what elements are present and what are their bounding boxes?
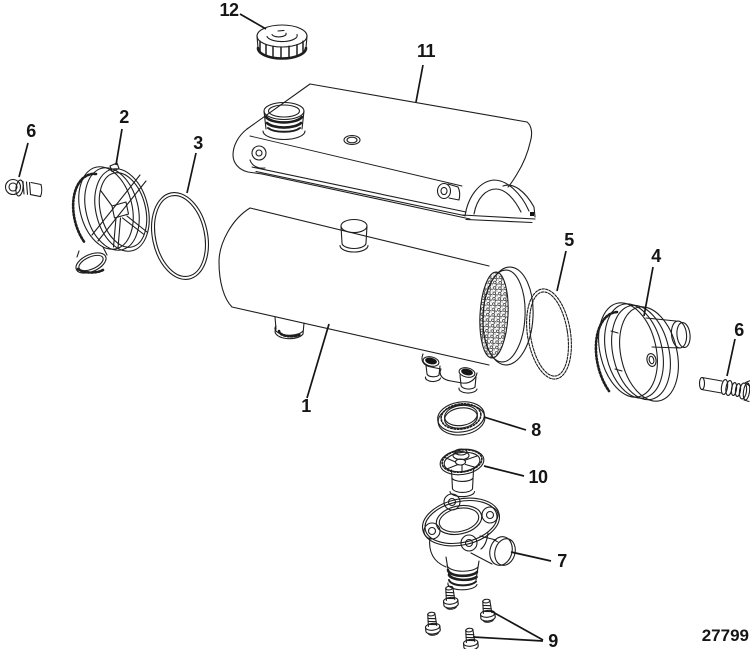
callout-2: 2	[119, 107, 129, 127]
callout-12: 12	[219, 0, 239, 20]
part-9-screws	[423, 584, 497, 649]
part-2-end-cover-front	[71, 162, 150, 274]
callout-8: 8	[531, 420, 541, 440]
leader-lines	[18, 13, 736, 642]
part-7-thermostat-housing	[422, 493, 516, 591]
part-4-end-cover-rear	[594, 302, 691, 402]
part-8-seal-ring	[437, 401, 486, 436]
part-1-heat-exchanger-body	[218, 207, 534, 394]
part-12-pressure-cap	[256, 24, 308, 60]
callout-6-left: 6	[26, 121, 36, 141]
callout-7: 7	[557, 551, 567, 571]
callout-9: 9	[548, 631, 558, 649]
part-3-o-ring-front	[151, 192, 209, 280]
part-6-left-plug	[4, 178, 43, 198]
callout-1: 1	[301, 396, 311, 416]
drawing-number: 27799	[701, 626, 749, 645]
callout-5: 5	[564, 230, 574, 250]
part-11-top-cover	[232, 83, 536, 224]
callout-4: 4	[651, 246, 661, 266]
callout-3: 3	[193, 133, 203, 153]
part-10-thermostat	[439, 448, 485, 498]
callout-11: 11	[416, 41, 436, 61]
callout-6-right: 6	[734, 320, 744, 340]
part-6-right-plug	[698, 376, 750, 403]
callout-10: 10	[528, 467, 548, 487]
part-5-o-ring-rear	[526, 288, 572, 380]
